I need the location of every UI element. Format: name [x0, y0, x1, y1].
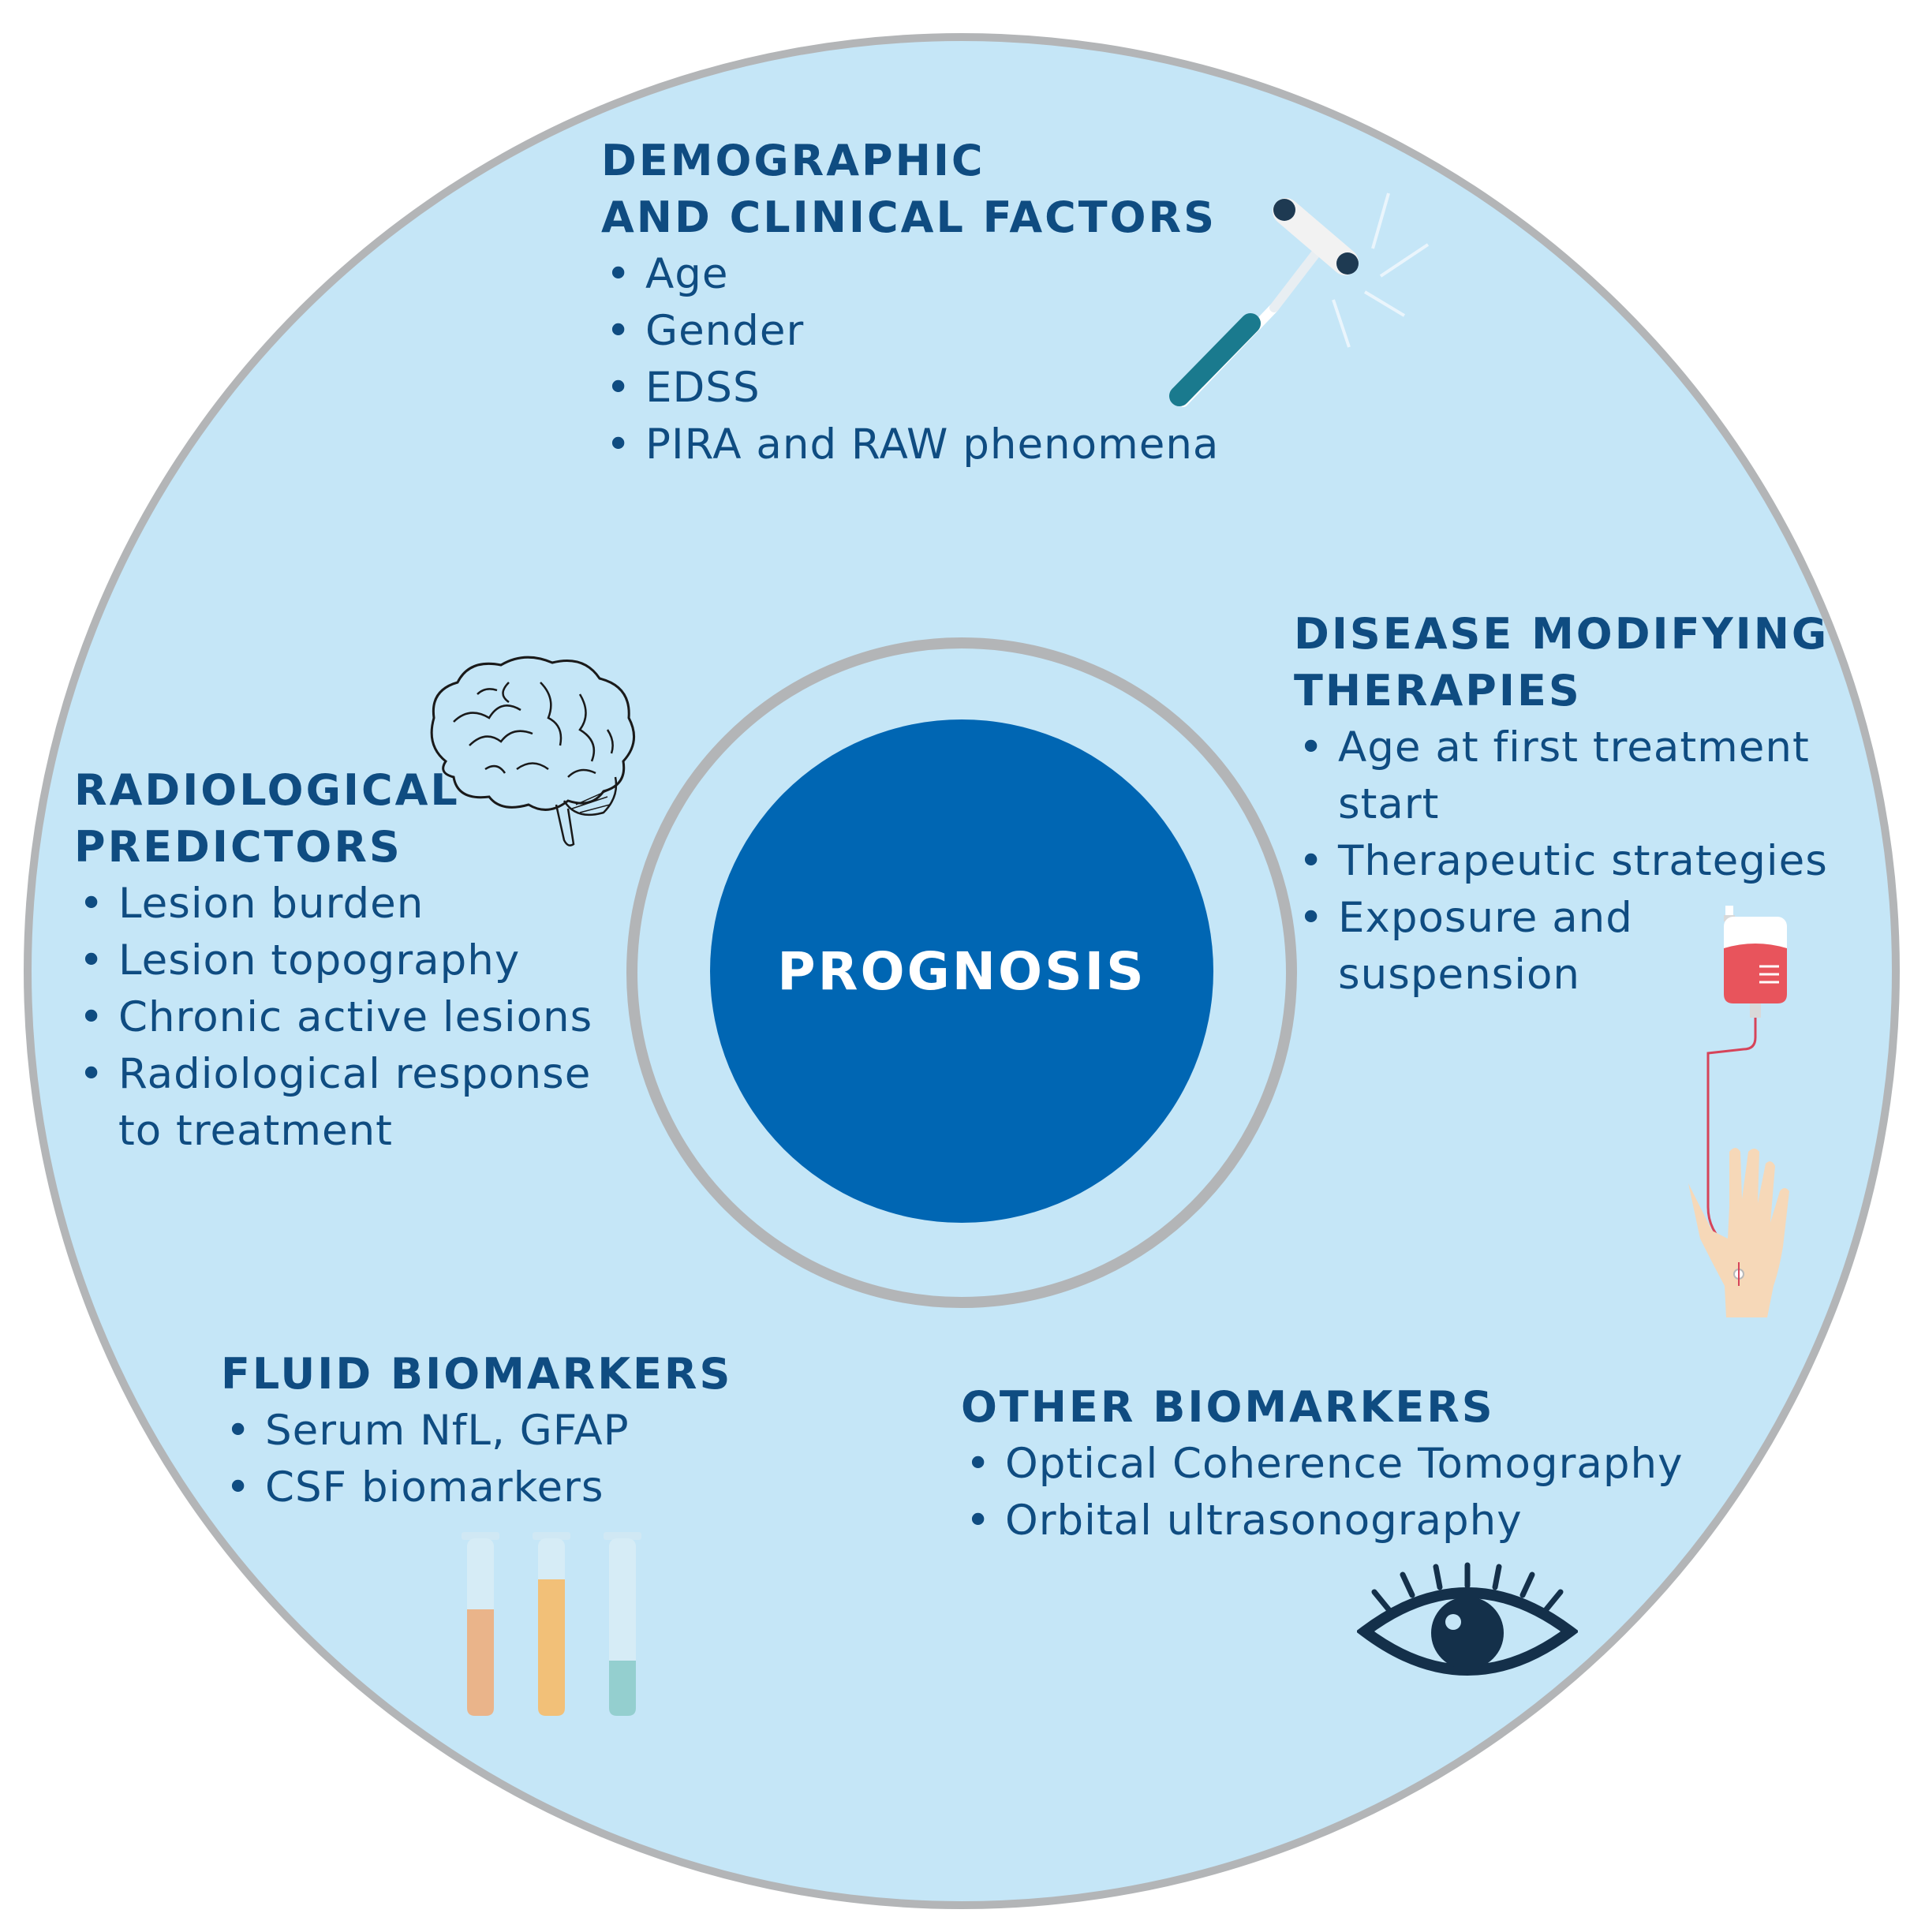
prognosis-core: PROGNOSIS [710, 719, 1213, 1223]
section-heading-line: FLUID BIOMARKERS [221, 1349, 733, 1399]
list-item: Lesion topography [74, 932, 642, 989]
list-item: CSF biomarkers [221, 1459, 732, 1516]
list-item: Gender [601, 303, 1219, 360]
section-heading-line: RADIOLOGICAL [74, 765, 460, 815]
section-heading-line: OTHER BIOMARKERS [961, 1382, 1495, 1432]
list-item: Serum NfL, GFAP [221, 1403, 732, 1459]
list-item: Age [601, 246, 1219, 303]
list-item: Therapeutic strategies [1294, 833, 1862, 890]
section-fluid: FLUID BIOMARKERS Serum NfL, GFAP CSF bio… [221, 1346, 732, 1516]
section-heading-line: DISEASE MODIFYING [1294, 609, 1830, 659]
list-item: Exposure and suspension [1294, 890, 1701, 1003]
section-other: OTHER BIOMARKERS Optical Coherence Tomog… [961, 1379, 1683, 1549]
iv-drip-hand-icon [1688, 906, 1789, 1317]
list-item: Age at first treatment start [1294, 719, 1811, 833]
section-radiological: RADIOLOGICAL PREDICTORS Lesion burden Le… [74, 762, 642, 1160]
list-item: Lesion burden [74, 876, 642, 932]
section-heading-line: DEMOGRAPHIC [601, 136, 985, 185]
section-dmt: DISEASE MODIFYING THERAPIES Age at first… [1294, 606, 1862, 1003]
brain-icon [430, 656, 636, 846]
list-item: Radiological response to treatment [74, 1046, 623, 1160]
list-item: PIRA and RAW phenomena [601, 417, 1219, 473]
section-demographic: DEMOGRAPHIC AND CLINICAL FACTORS Age Gen… [601, 133, 1219, 473]
section-heading-line: AND CLINICAL FACTORS [601, 192, 1217, 242]
reflex-hammer-icon [1169, 192, 1430, 407]
list-item: Optical Coherence Tomography [961, 1436, 1683, 1493]
list-item: Orbital ultrasonography [961, 1493, 1683, 1549]
prognosis-label: PROGNOSIS [777, 940, 1146, 1002]
test-tubes-icon [462, 1532, 641, 1716]
section-heading-line: THERAPIES [1294, 666, 1582, 716]
list-item: EDSS [601, 360, 1219, 417]
section-heading-line: PREDICTORS [74, 822, 402, 872]
list-item: Chronic active lesions [74, 989, 642, 1046]
eye-icon [1357, 1562, 1578, 1676]
